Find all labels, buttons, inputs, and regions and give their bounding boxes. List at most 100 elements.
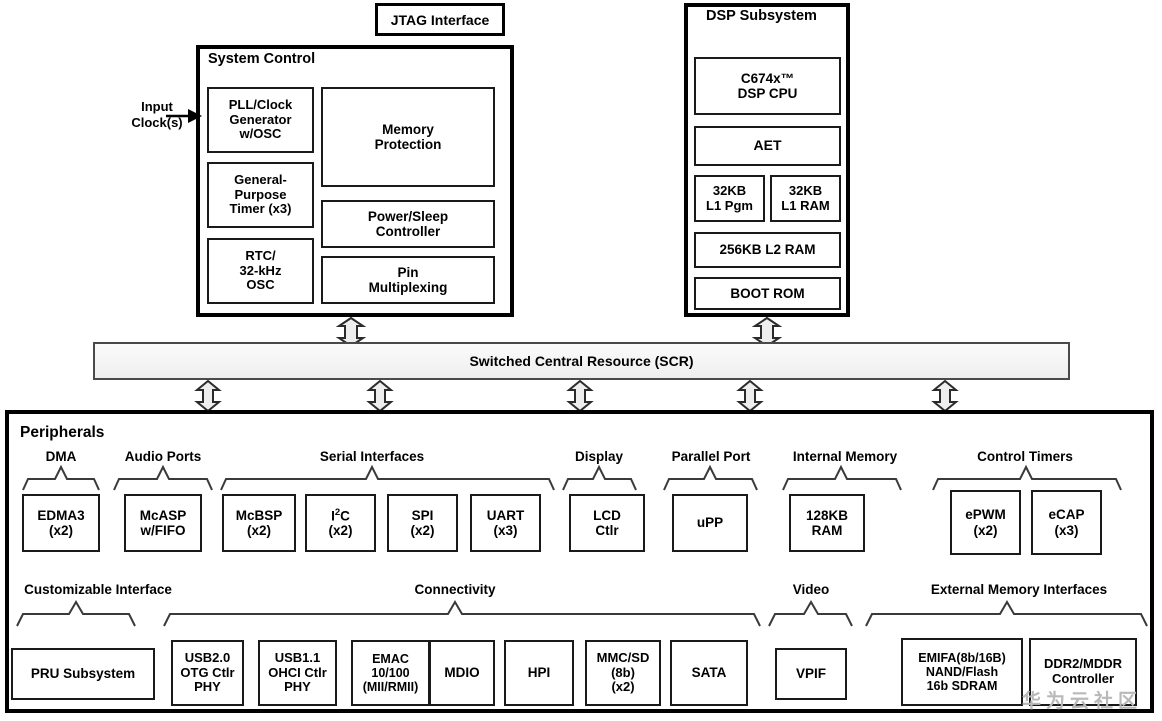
general-purpose-timer-block: General- Purpose Timer (x3): [207, 162, 314, 228]
l2-ram-label: 256KB L2 RAM: [719, 242, 816, 258]
memory-protection-block: Memory Protection: [321, 87, 495, 187]
mmc-sd-block: MMC/SD (8b) (x2): [585, 640, 661, 706]
input-clocks-label: Input Clock(s): [131, 99, 183, 130]
group-title-control-timers: Control Timers: [977, 449, 1073, 464]
i2c-label: I2C (x2): [328, 506, 353, 539]
internal-ram-label: 128KB RAM: [805, 507, 849, 538]
mcbsp-block: McBSP (x2): [222, 494, 296, 552]
watermark: 华为云社区: [1022, 691, 1143, 712]
mcbsp-label: McBSP (x2): [235, 507, 283, 538]
emifa-label: EMIFA(8b/16B) NAND/Flash 16b SDRAM: [918, 651, 1006, 693]
brace-control-timers: [932, 464, 1122, 491]
jtag-interface-label: JTAG Interface: [390, 11, 490, 28]
switched-central-resource-bar: Switched Central Resource (SCR): [93, 342, 1070, 380]
input-clock-arrow-icon: [166, 109, 202, 123]
rtc-osc-block: RTC/ 32-kHz OSC: [207, 238, 314, 304]
upp-label: uPP: [696, 515, 724, 531]
brace-parallel-port: [663, 464, 758, 491]
ddr2-mddr-block: DDR2/MDDR Controller: [1029, 638, 1137, 706]
group-title-dma: DMA: [45, 449, 77, 464]
system-control-title: System Control: [208, 51, 316, 67]
l1-ram-block: 32KB L1 RAM: [770, 175, 841, 222]
pru-subsystem-block: PRU Subsystem: [11, 648, 155, 700]
ecap-block: eCAP (x3): [1031, 490, 1102, 555]
usb11-ohci-label: USB1.1 OHCI Ctlr PHY: [268, 650, 327, 695]
emifa-block: EMIFA(8b/16B) NAND/Flash 16b SDRAM: [901, 638, 1023, 706]
group-title-internal-memory: Internal Memory: [792, 449, 898, 464]
hpi-block: HPI: [504, 640, 574, 706]
uart-block: UART (x3): [470, 494, 541, 552]
rtc-osc-label: RTC/ 32-kHz OSC: [239, 248, 282, 293]
group-title-connectivity: Connectivity: [414, 582, 496, 597]
dsp-cpu-label: C674x™ DSP CPU: [737, 70, 798, 101]
emac-block: EMAC 10/100 (MII/RMII): [351, 640, 430, 706]
l1-pgm-block: 32KB L1 Pgm: [694, 175, 765, 222]
power-sleep-controller-block: Power/Sleep Controller: [321, 200, 495, 248]
epwm-label: ePWM (x2): [965, 507, 1006, 538]
peripherals-title: Peripherals: [20, 424, 105, 441]
scr-arrow-peripherals-1-icon: [194, 379, 222, 413]
usb11-ohci-block: USB1.1 OHCI Ctlr PHY: [258, 640, 337, 706]
hpi-label: HPI: [527, 665, 551, 681]
spi-label: SPI (x2): [410, 507, 435, 538]
group-title-video: Video: [792, 582, 830, 597]
vpif-block: VPIF: [775, 648, 847, 700]
general-purpose-timer-label: General- Purpose Timer (x3): [229, 172, 292, 217]
pin-multiplexing-block: Pin Multiplexing: [321, 256, 495, 304]
brace-internal-memory: [782, 464, 902, 491]
mdio-block: MDIO: [429, 640, 495, 706]
group-title-audio-ports: Audio Ports: [124, 449, 202, 464]
group-title-external-memory-interfaces: External Memory Interfaces: [930, 582, 1108, 597]
brace-audio-ports: [113, 464, 213, 491]
edma3-label: EDMA3 (x2): [37, 507, 85, 538]
emac-label: EMAC 10/100 (MII/RMII): [362, 652, 419, 694]
internal-ram-block: 128KB RAM: [789, 494, 865, 552]
memory-protection-label: Memory Protection: [374, 121, 442, 152]
scr-arrow-peripherals-4-icon: [736, 379, 764, 413]
lcd-ctlr-block: LCD Ctlr: [569, 494, 645, 552]
mcasp-block: McASP w/FIFO: [124, 494, 202, 552]
brace-dma: [22, 464, 100, 491]
scr-arrow-peripherals-5-icon: [931, 379, 959, 413]
group-title-parallel-port: Parallel Port: [671, 449, 751, 464]
scr-label: Switched Central Resource (SCR): [469, 353, 694, 369]
brace-video: [768, 600, 853, 627]
lcd-ctlr-label: LCD Ctlr: [593, 507, 621, 538]
vpif-label: VPIF: [795, 666, 826, 682]
uart-label: UART (x3): [486, 507, 525, 538]
l2-ram-block: 256KB L2 RAM: [694, 232, 841, 268]
pll-clock-generator-block: PLL/Clock Generator w/OSC: [207, 87, 314, 153]
i2c-block: I2C (x2): [305, 494, 376, 552]
pru-subsystem-label: PRU Subsystem: [30, 666, 136, 682]
dsp-cpu-block: C674x™ DSP CPU: [694, 57, 841, 115]
group-title-display: Display: [574, 449, 624, 464]
dsp-subsystem-title: DSP Subsystem: [706, 8, 817, 24]
epwm-block: ePWM (x2): [950, 490, 1021, 555]
brace-customizable-interface: [16, 600, 136, 627]
aet-label: AET: [753, 137, 782, 154]
ecap-label: eCAP (x3): [1048, 507, 1085, 538]
usb20-otg-block: USB2.0 OTG Ctlr PHY: [171, 640, 244, 706]
brace-display: [562, 464, 637, 491]
brace-connectivity: [163, 600, 761, 627]
upp-block: uPP: [672, 494, 748, 552]
scr-arrow-peripherals-2-icon: [366, 379, 394, 413]
sata-block: SATA: [670, 640, 748, 706]
l1-pgm-label: 32KB L1 Pgm: [706, 182, 753, 213]
boot-rom-label: BOOT ROM: [730, 285, 805, 301]
l1-ram-label: 32KB L1 RAM: [781, 182, 830, 213]
mmc-sd-label: MMC/SD (8b) (x2): [596, 650, 650, 695]
mcasp-label: McASP w/FIFO: [139, 507, 187, 538]
group-title-serial-interfaces: Serial Interfaces: [319, 449, 425, 464]
aet-block: AET: [694, 126, 841, 166]
spi-block: SPI (x2): [387, 494, 458, 552]
edma3-block: EDMA3 (x2): [22, 494, 100, 552]
brace-serial-interfaces: [220, 464, 555, 491]
group-title-customizable-interface: Customizable Interface: [24, 582, 172, 597]
pll-clock-generator-label: PLL/Clock Generator w/OSC: [228, 97, 293, 142]
scr-arrow-peripherals-3-icon: [566, 379, 594, 413]
mdio-label: MDIO: [444, 665, 480, 681]
boot-rom-block: BOOT ROM: [694, 277, 841, 310]
usb20-otg-label: USB2.0 OTG Ctlr PHY: [180, 650, 235, 695]
